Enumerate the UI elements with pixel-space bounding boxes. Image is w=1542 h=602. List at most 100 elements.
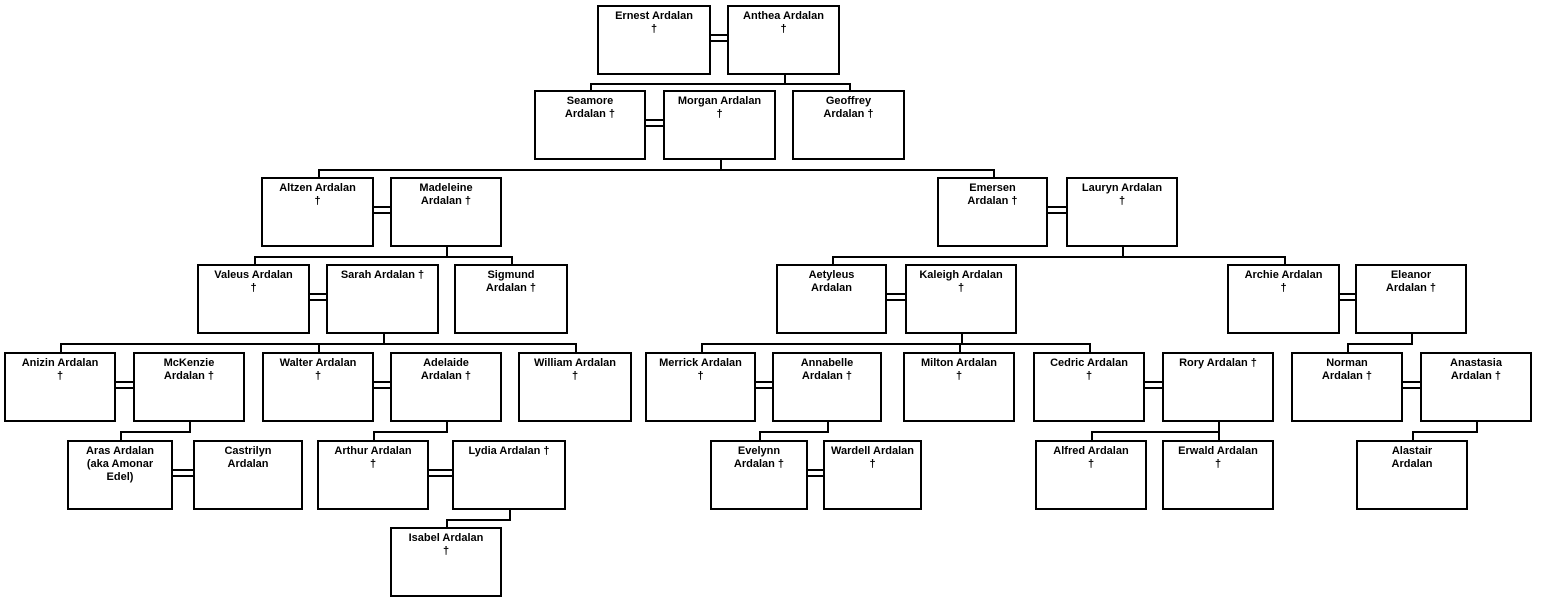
person-node-cedric[interactable]: Cedric Ardalan † <box>1033 352 1145 422</box>
child-drop-line <box>254 256 256 264</box>
marriage-link-line <box>374 387 390 389</box>
sibling-rail-line <box>1347 343 1413 345</box>
person-node-annabelle[interactable]: Annabelle Ardalan † <box>772 352 882 422</box>
person-node-castrilyn[interactable]: Castrilyn Ardalan <box>193 440 303 510</box>
person-name: Ernest Ardalan † <box>615 10 693 35</box>
person-name: Norman Ardalan † <box>1321 357 1373 382</box>
parent-drop-line <box>383 334 385 343</box>
person-node-seamore[interactable]: Seamore Ardalan † <box>534 90 646 160</box>
sibling-rail-line <box>318 169 995 171</box>
marriage-link-line <box>1048 212 1066 214</box>
marriage-link-line <box>310 293 326 295</box>
marriage-link-line <box>429 475 452 477</box>
parent-drop-line <box>720 160 722 169</box>
person-node-alastair[interactable]: Alastair Ardalan <box>1356 440 1468 510</box>
person-node-valeus[interactable]: Valeus Ardalan † <box>197 264 310 334</box>
person-node-evelynn[interactable]: Evelynn Ardalan † <box>710 440 808 510</box>
person-node-sarah[interactable]: Sarah Ardalan † <box>326 264 439 334</box>
person-node-alfred[interactable]: Alfred Ardalan † <box>1035 440 1147 510</box>
person-name: Eleanor Ardalan † <box>1385 269 1437 294</box>
person-node-arthur[interactable]: Arthur Ardalan † <box>317 440 429 510</box>
child-drop-line <box>1347 343 1349 352</box>
person-node-ernest[interactable]: Ernest Ardalan † <box>597 5 711 75</box>
child-drop-line <box>120 431 122 440</box>
marriage-link-line <box>173 475 193 477</box>
person-name: Morgan Ardalan † <box>677 95 762 120</box>
person-node-altzen[interactable]: Altzen Ardalan † <box>261 177 374 247</box>
marriage-link-line <box>646 125 663 127</box>
person-name: Anastasia Ardalan † <box>1450 357 1502 382</box>
person-node-sigmund[interactable]: Sigmund Ardalan † <box>454 264 568 334</box>
person-node-walter[interactable]: Walter Ardalan † <box>262 352 374 422</box>
person-name: Walter Ardalan † <box>279 357 357 382</box>
person-node-anizin[interactable]: Anizin Ardalan † <box>4 352 116 422</box>
child-drop-line <box>446 519 448 527</box>
person-node-aetyleus[interactable]: Aetyleus Ardalan <box>776 264 887 334</box>
person-node-lauryn[interactable]: Lauryn Ardalan † <box>1066 177 1178 247</box>
person-name: Wardell Ardalan † <box>831 445 914 470</box>
person-name: Madeleine Ardalan † <box>419 182 473 207</box>
person-node-mckenzie[interactable]: McKenzie Ardalan † <box>133 352 245 422</box>
child-drop-line <box>590 83 592 90</box>
child-drop-line <box>1284 256 1286 264</box>
marriage-link-line <box>1145 381 1162 383</box>
person-name: Adelaide Ardalan † <box>420 357 472 382</box>
marriage-link-line <box>374 206 390 208</box>
parent-drop-line <box>1218 422 1220 431</box>
person-name: Arthur Ardalan † <box>334 445 412 470</box>
person-name: Valeus Ardalan † <box>214 269 293 294</box>
sibling-rail-line <box>701 343 1091 345</box>
person-node-anastasia[interactable]: Anastasia Ardalan † <box>1420 352 1532 422</box>
person-node-archie[interactable]: Archie Ardalan † <box>1227 264 1340 334</box>
person-name: Alastair Ardalan <box>1391 445 1433 470</box>
marriage-link-line <box>887 299 905 301</box>
person-node-wardell[interactable]: Wardell Ardalan † <box>823 440 922 510</box>
marriage-link-line <box>808 469 823 471</box>
person-node-emersen[interactable]: Emersen Ardalan † <box>937 177 1048 247</box>
parent-drop-line <box>784 75 786 83</box>
person-node-rory[interactable]: Rory Ardalan † <box>1162 352 1274 422</box>
person-name: Seamore Ardalan † <box>564 95 616 120</box>
person-node-isabel[interactable]: Isabel Ardalan † <box>390 527 502 597</box>
person-name: William Ardalan † <box>533 357 616 382</box>
person-name: Evelynn Ardalan † <box>733 445 785 470</box>
person-node-lydia[interactable]: Lydia Ardalan † <box>452 440 566 510</box>
person-node-kaleigh[interactable]: Kaleigh Ardalan † <box>905 264 1017 334</box>
person-name: Kaleigh Ardalan † <box>919 269 1003 294</box>
person-node-eleanor[interactable]: Eleanor Ardalan † <box>1355 264 1467 334</box>
person-node-merrick[interactable]: Merrick Ardalan † <box>645 352 756 422</box>
person-name: Cedric Ardalan † <box>1050 357 1128 382</box>
sibling-rail-line <box>1091 431 1220 433</box>
sibling-rail-line <box>254 256 513 258</box>
marriage-link-line <box>1340 293 1355 295</box>
marriage-link-line <box>374 212 390 214</box>
marriage-link-line <box>310 299 326 301</box>
person-node-william[interactable]: William Ardalan † <box>518 352 632 422</box>
person-node-erwald[interactable]: Erwald Ardalan † <box>1162 440 1274 510</box>
parent-drop-line <box>509 510 511 519</box>
marriage-link-line <box>756 387 772 389</box>
child-drop-line <box>832 256 834 264</box>
person-name: Alfred Ardalan † <box>1053 445 1129 470</box>
person-name: Erwald Ardalan † <box>1178 445 1258 470</box>
person-name: Geoffrey Ardalan † <box>823 95 874 120</box>
person-node-aras[interactable]: Aras Ardalan (aka Amonar Edel) <box>67 440 173 510</box>
person-node-adelaide[interactable]: Adelaide Ardalan † <box>390 352 502 422</box>
person-node-milton[interactable]: Milton Ardalan † <box>903 352 1015 422</box>
marriage-link-line <box>116 387 133 389</box>
parent-drop-line <box>446 247 448 256</box>
person-node-madeleine[interactable]: Madeleine Ardalan † <box>390 177 502 247</box>
person-node-geoffrey[interactable]: Geoffrey Ardalan † <box>792 90 905 160</box>
person-node-morgan[interactable]: Morgan Ardalan † <box>663 90 776 160</box>
child-drop-line <box>993 169 995 177</box>
child-drop-line <box>1218 431 1220 440</box>
person-node-norman[interactable]: Norman Ardalan † <box>1291 352 1403 422</box>
sibling-rail-line <box>120 431 191 433</box>
marriage-link-line <box>173 469 193 471</box>
sibling-rail-line <box>590 83 851 85</box>
child-drop-line <box>1089 343 1091 352</box>
person-node-anthea[interactable]: Anthea Ardalan † <box>727 5 840 75</box>
marriage-link-line <box>887 293 905 295</box>
parent-drop-line <box>446 422 448 431</box>
child-drop-line <box>849 83 851 90</box>
